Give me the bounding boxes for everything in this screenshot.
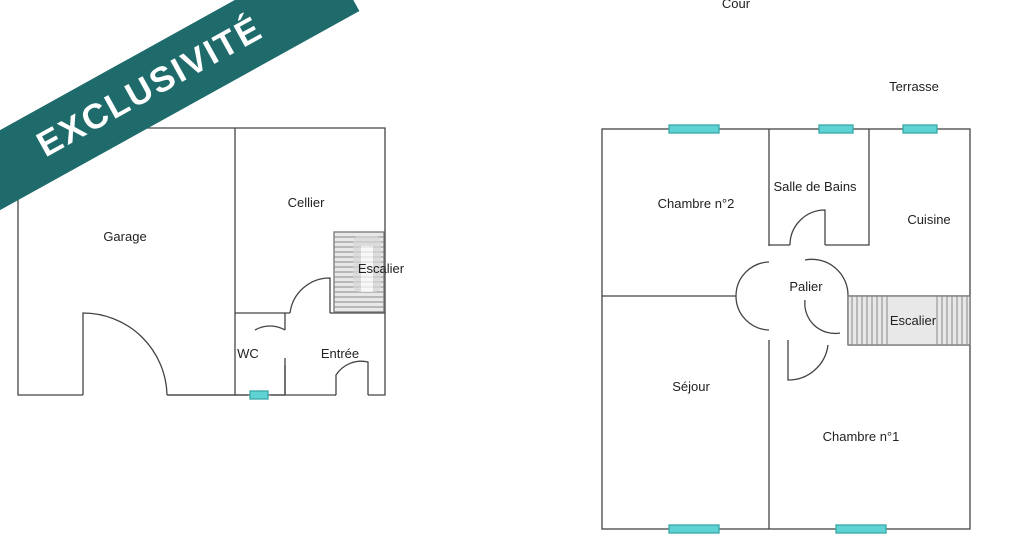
door-swing — [289, 277, 331, 314]
wall — [17, 127, 386, 396]
window — [668, 524, 720, 534]
label-cour: Cour — [722, 0, 751, 11]
windows — [668, 124, 938, 534]
window — [902, 124, 938, 134]
label-palier: Palier — [789, 279, 823, 294]
window — [818, 124, 854, 134]
label-entree: Entrée — [321, 346, 359, 361]
wall — [769, 129, 870, 246]
door-swing — [804, 258, 849, 297]
door-swing — [804, 299, 841, 335]
label-cuisine: Cuisine — [907, 212, 950, 227]
window — [835, 524, 887, 534]
room-labels: Cour Terrasse Garage Cellier Escalier WC… — [103, 0, 950, 444]
door-swing — [787, 340, 829, 381]
label-wc: WC — [237, 346, 259, 361]
logo-watermark — [353, 236, 381, 292]
label-escalier-upper: Escalier — [890, 313, 937, 328]
label-chambre1: Chambre n°1 — [823, 429, 900, 444]
door-swing — [254, 325, 286, 331]
upper-stairs-treads — [851, 296, 968, 345]
label-salle-de-bains: Salle de Bains — [773, 179, 857, 194]
label-cellier: Cellier — [288, 195, 326, 210]
label-garage: Garage — [103, 229, 146, 244]
label-chambre2: Chambre n°2 — [658, 196, 735, 211]
label-escalier-ground: Escalier — [358, 261, 405, 276]
window — [668, 124, 720, 134]
door-swing — [735, 261, 770, 331]
label-terrasse: Terrasse — [889, 79, 939, 94]
window — [249, 390, 269, 400]
label-sejour: Séjour — [672, 379, 710, 394]
upper-stairs — [847, 295, 971, 346]
upper-floor-plan — [601, 124, 971, 534]
door-swing — [789, 209, 826, 246]
door-swing — [82, 312, 168, 396]
door-swing — [335, 360, 369, 395]
